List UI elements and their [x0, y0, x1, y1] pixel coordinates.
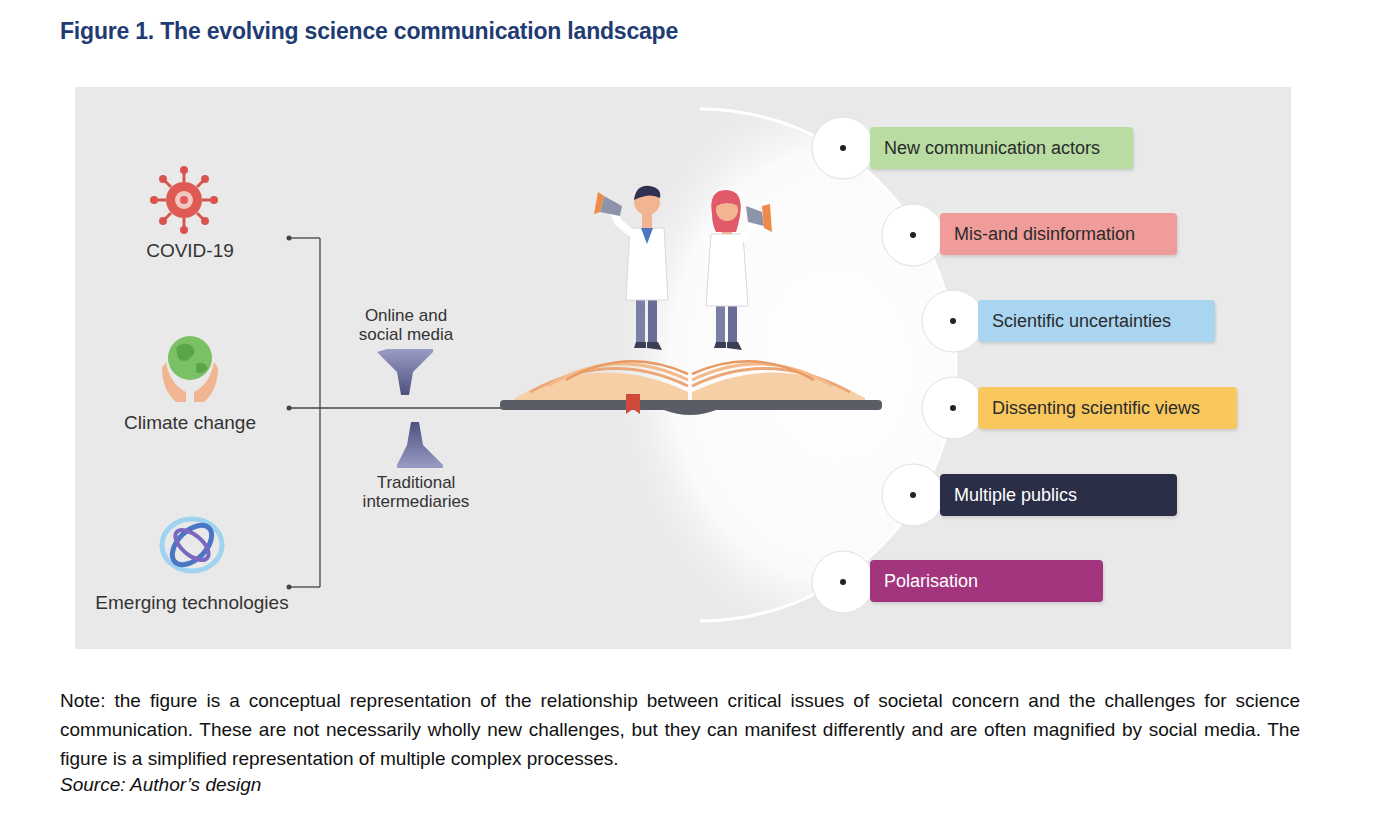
figure-note: Note: the figure is a conceptual represe… — [60, 686, 1300, 773]
bracket-dots — [287, 236, 292, 590]
book — [500, 361, 882, 415]
issue-label: Emerging technologies — [82, 592, 302, 613]
panel — [75, 87, 1291, 649]
challenge-box: Polarisation — [870, 560, 1103, 602]
virus-icon — [150, 166, 218, 234]
issue-label: Climate change — [100, 412, 280, 433]
source-note: Source: Author’s design — [60, 774, 660, 795]
box-label: Scientific uncertainties — [992, 311, 1171, 332]
challenge-box: Scientific uncertainties — [978, 300, 1215, 342]
challenge-box: Mis-and disinformation — [940, 213, 1177, 255]
challenge-box: Dissenting scientific views — [978, 387, 1237, 429]
figure-title: Figure 1. The evolving science communica… — [60, 18, 1360, 45]
bracket — [289, 238, 505, 587]
channel-label: Online and social media — [350, 306, 462, 344]
box-label: Mis-and disinformation — [954, 224, 1135, 245]
box-label: Dissenting scientific views — [992, 398, 1200, 419]
technology-icon — [162, 518, 222, 572]
challenge-box: Multiple publics — [940, 474, 1177, 516]
scientist — [594, 186, 668, 350]
globe-icon — [162, 336, 218, 402]
challenge-box: New communication actors — [870, 127, 1133, 169]
arc-markers — [812, 117, 984, 613]
scientist — [706, 190, 772, 350]
hourglass — [377, 349, 443, 468]
channel-label: Traditional intermediaries — [355, 473, 477, 511]
box-label: New communication actors — [884, 138, 1100, 159]
box-label: Multiple publics — [954, 485, 1077, 506]
issue-label: COVID-19 — [110, 240, 270, 261]
box-label: Polarisation — [884, 571, 978, 592]
